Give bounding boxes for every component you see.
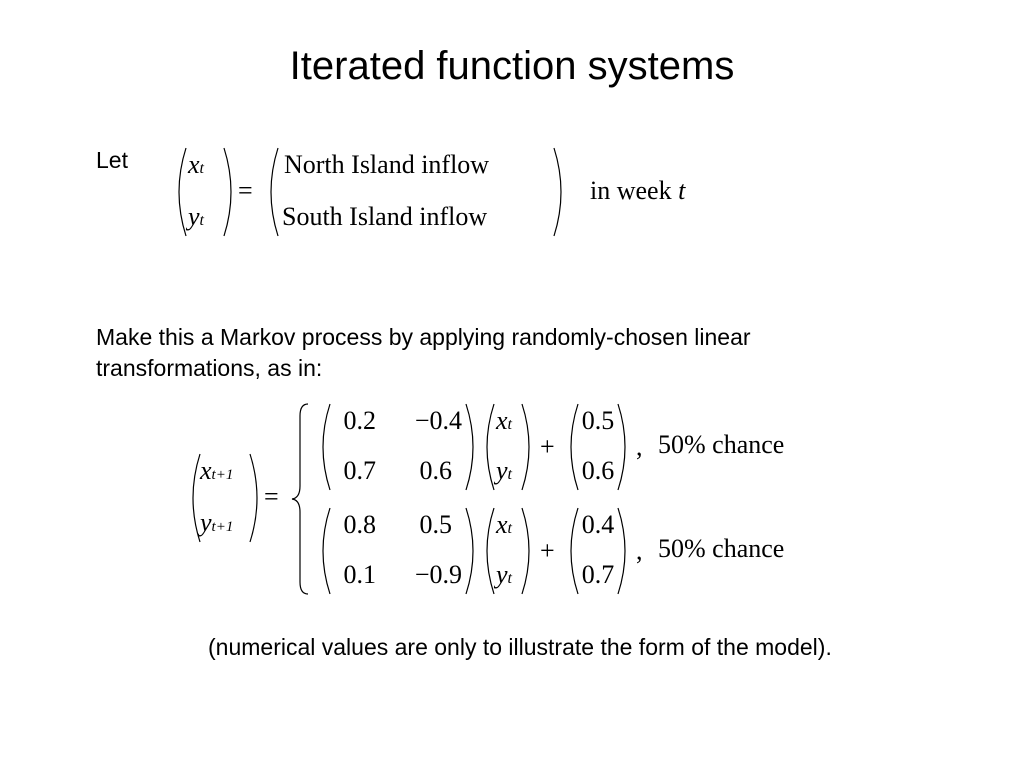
left-brace (291, 403, 309, 595)
right-paren (553, 147, 562, 237)
chance-label: 50% chance (658, 534, 785, 563)
matrix-cell: 0.7 (343, 456, 377, 485)
markov-description: Make this a Markov process by applying r… (96, 324, 751, 381)
let-label: Let (96, 147, 128, 173)
offset-cell: 0.7 (581, 560, 615, 589)
x-variable: xt (496, 510, 512, 539)
left-paren (178, 147, 187, 237)
right-paren (465, 507, 474, 595)
y-variable: yt (188, 202, 204, 231)
equals-sign: = (238, 176, 253, 205)
right-paren (223, 147, 232, 237)
offset-cell: 0.6 (581, 456, 615, 485)
matrix-cell: −0.9 (414, 560, 462, 589)
footnote: (numerical values are only to illustrate… (208, 634, 832, 660)
right-paren (521, 403, 530, 491)
right-paren (465, 403, 474, 491)
equals-sign: = (264, 482, 279, 511)
left-paren (486, 507, 495, 595)
south-island-inflow: South Island inflow (282, 202, 488, 231)
x-next-variable: xt+1 (200, 456, 234, 485)
x-variable: xt (188, 150, 204, 179)
slide-title: Iterated function systems (289, 44, 735, 88)
left-paren (570, 403, 579, 491)
chance-label: 50% chance (658, 430, 785, 459)
right-paren (617, 507, 626, 595)
matrix-cell: 0.8 (343, 510, 377, 539)
y-variable: yt (496, 456, 512, 485)
right-paren (249, 453, 258, 543)
x-variable: xt (496, 406, 512, 435)
y-next-variable: yt+1 (200, 508, 234, 537)
offset-cell: 0.4 (581, 510, 615, 539)
comma: , (636, 432, 643, 461)
right-paren (521, 507, 530, 595)
matrix-cell: 0.5 (419, 510, 453, 539)
left-paren (570, 507, 579, 595)
matrix-cell: 0.6 (419, 456, 453, 485)
matrix-cell: 0.2 (343, 406, 377, 435)
matrix-cell: −0.4 (414, 406, 462, 435)
left-paren (270, 147, 279, 237)
y-variable: yt (496, 560, 512, 589)
plus-sign: + (540, 536, 555, 565)
right-paren (617, 403, 626, 491)
north-island-inflow: North Island inflow (284, 150, 490, 179)
comma: , (636, 536, 643, 565)
offset-cell: 0.5 (581, 406, 615, 435)
in-week-text: in week t (590, 176, 686, 205)
left-paren (322, 403, 331, 491)
left-paren (192, 453, 201, 543)
plus-sign: + (540, 432, 555, 461)
matrix-cell: 0.1 (343, 560, 377, 589)
left-paren (322, 507, 331, 595)
left-paren (486, 403, 495, 491)
